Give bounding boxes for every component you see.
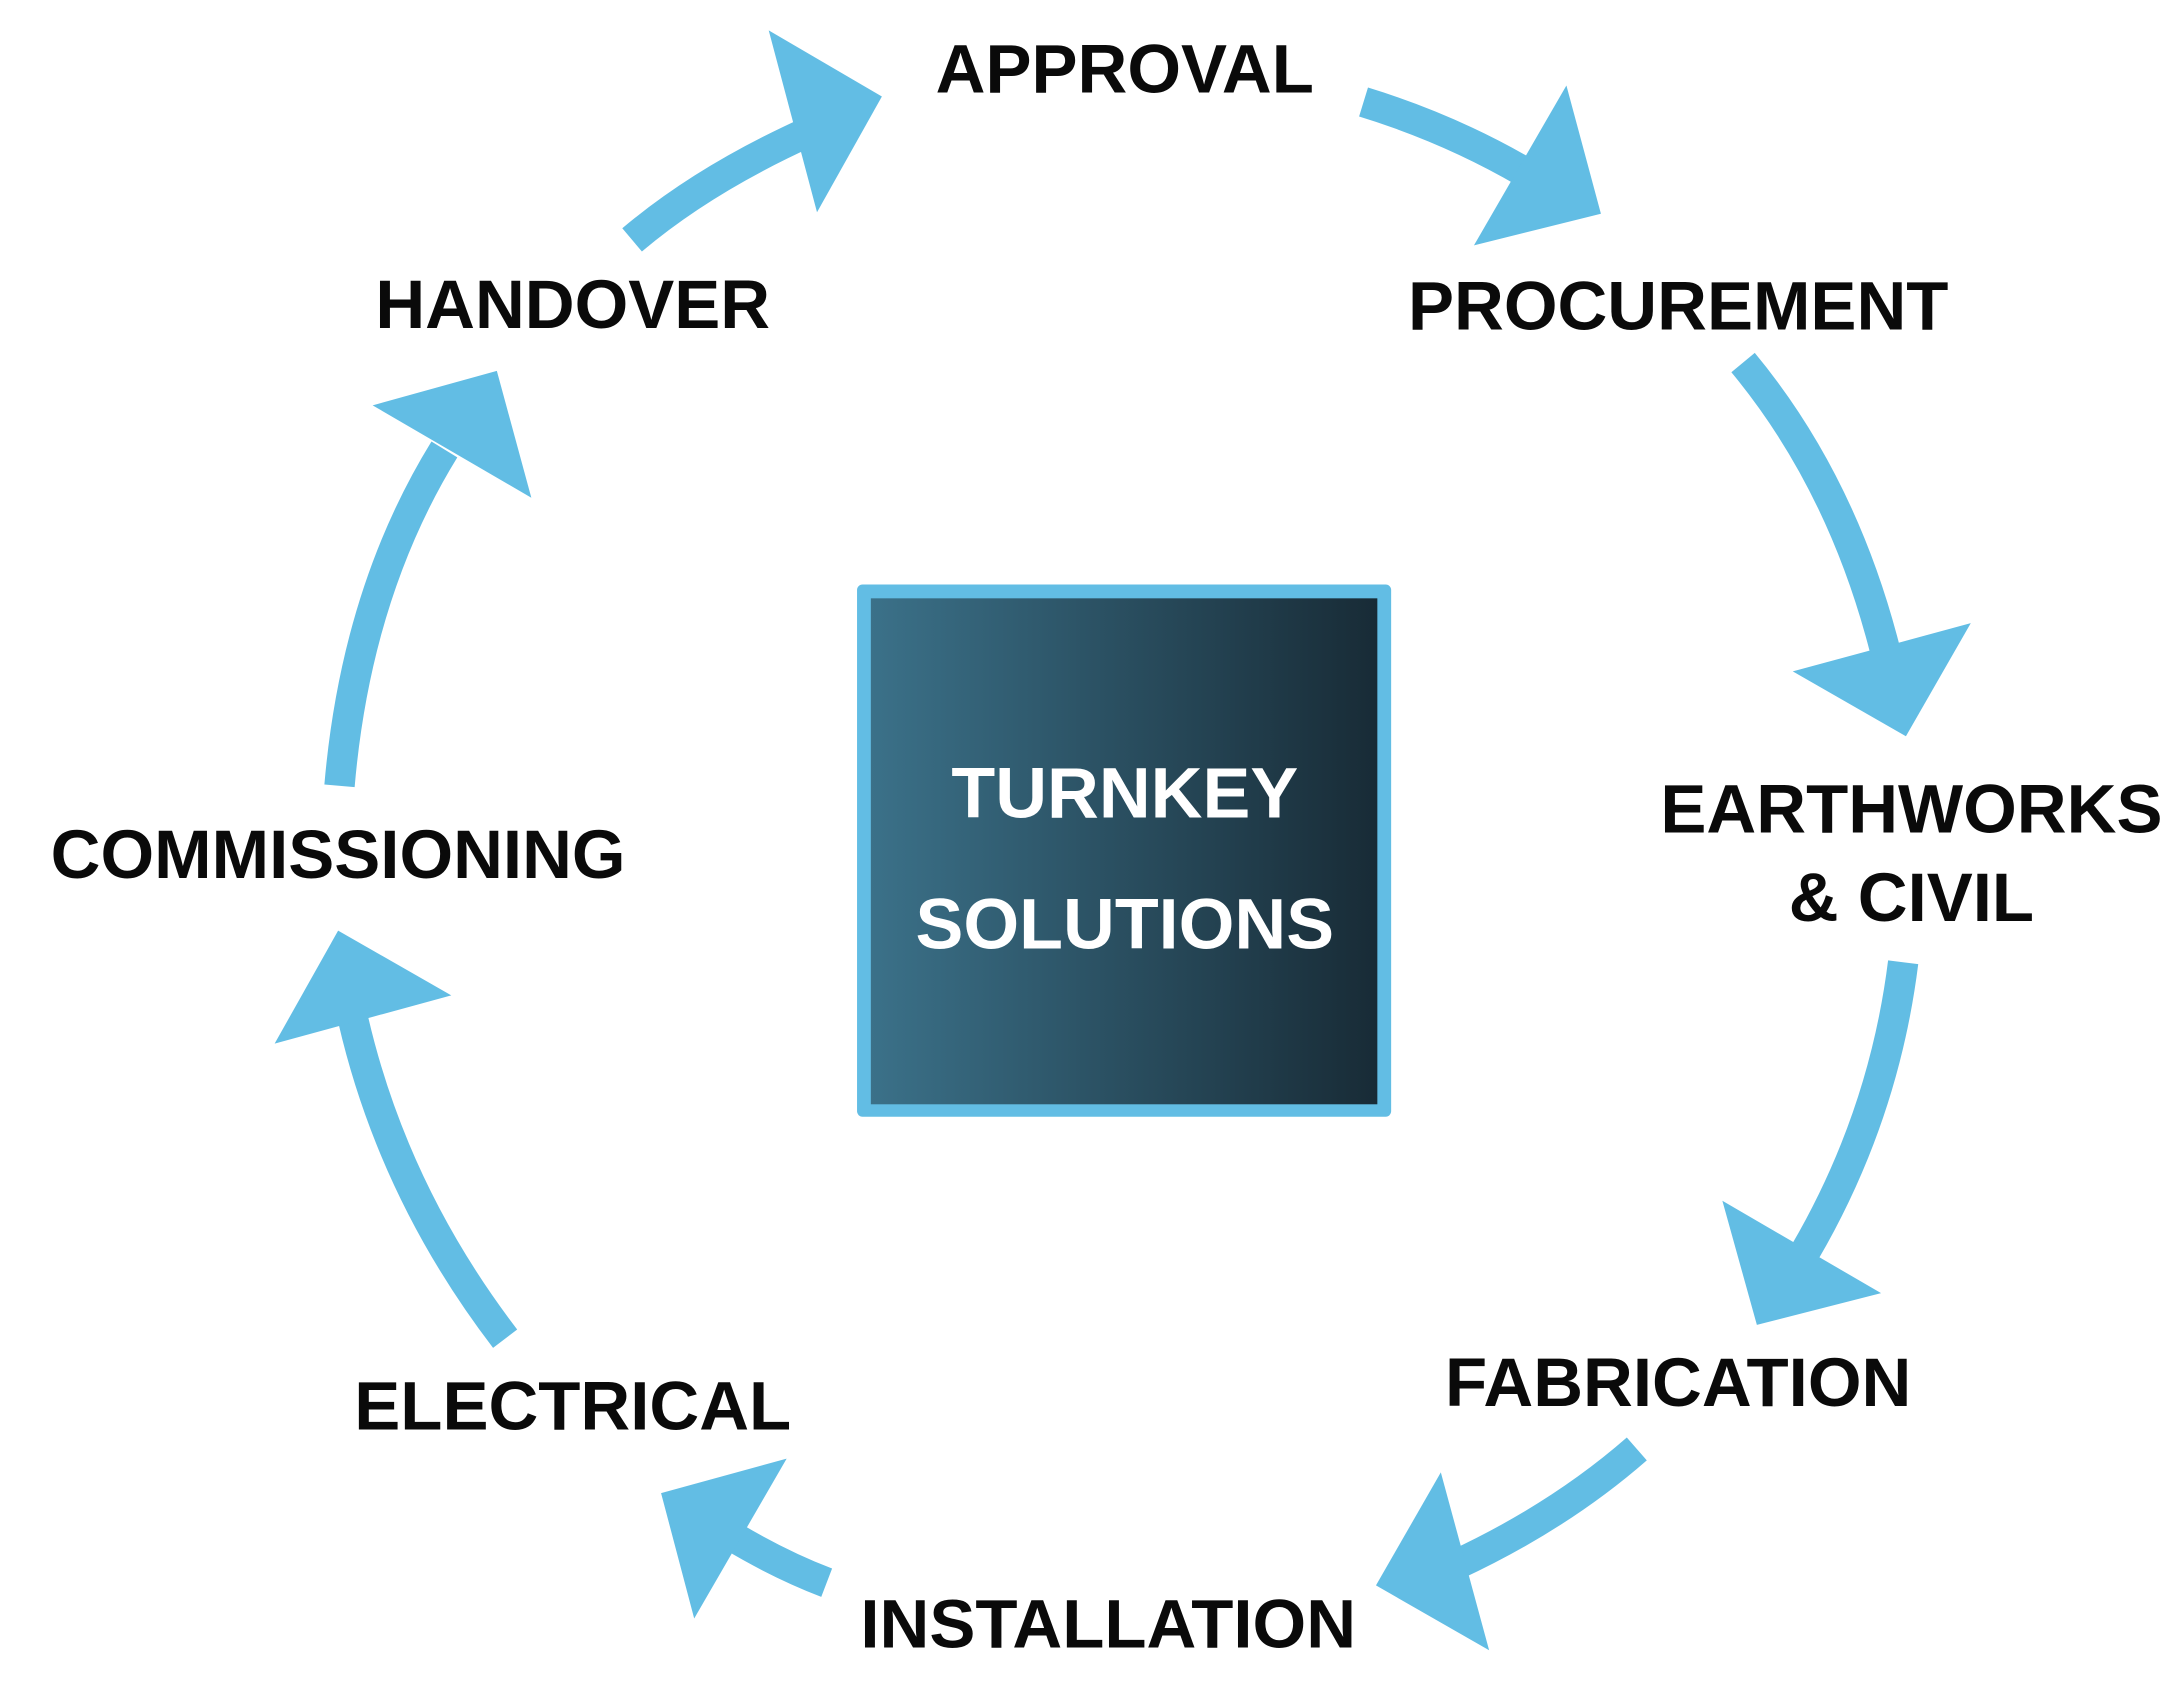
arrow-procurement-to-earthworks	[1731, 352, 1971, 737]
arrow-installation-to-electrical	[661, 1458, 833, 1619]
stage-label-commissioning: COMMISSIONING	[51, 816, 626, 893]
center-box: TURNKEY SOLUTIONS	[857, 584, 1392, 1117]
stage-label-electrical: ELECTRICAL	[354, 1368, 791, 1445]
stage-label-approval: APPROVAL	[936, 30, 1314, 107]
arrow-earthworks-to-fabrication	[1722, 960, 1919, 1325]
stage-label-installation: INSTALLATION	[860, 1586, 1356, 1663]
arrow-commissioning-to-handover	[324, 370, 532, 788]
stage-labels: APPROVAL PROCUREMENT EARTHWORKS & CIVIL …	[51, 30, 2163, 1662]
arrow-fabrication-to-installation	[1375, 1437, 1647, 1651]
arrow-handover-to-approval	[622, 30, 882, 252]
arrow-electrical-to-commissioning	[274, 930, 518, 1348]
stage-label-fabrication: FABRICATION	[1445, 1344, 1911, 1421]
stage-label-procurement: PROCUREMENT	[1408, 268, 1948, 345]
center-title-line1: TURNKEY	[951, 754, 1298, 834]
center-title-line2: SOLUTIONS	[915, 885, 1334, 965]
center-box-fill	[870, 598, 1378, 1105]
stage-label-earthworks: EARTHWORKS	[1660, 771, 2162, 848]
flow-arrows	[274, 30, 1971, 1651]
stage-label-handover: HANDOVER	[375, 266, 770, 343]
arrow-approval-to-procurement	[1359, 85, 1601, 246]
stage-label-earthworks-civil: & CIVIL	[1789, 859, 2034, 936]
